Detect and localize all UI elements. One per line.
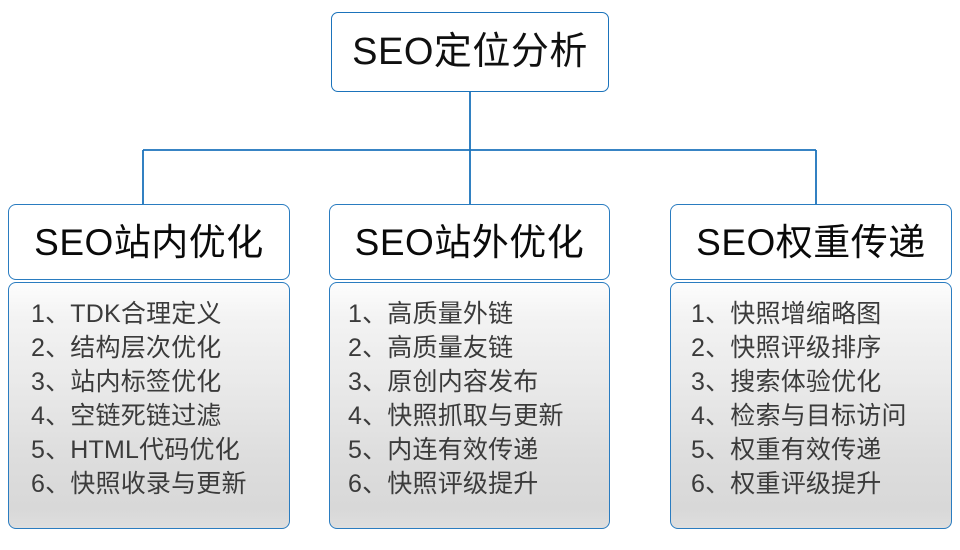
root-node-label: SEO定位分析: [352, 31, 588, 73]
list-item: 6、快照收录与更新: [31, 470, 247, 498]
branch-panel-3: 1、快照增缩略图 2、快照评级排序 3、搜索体验优化 4、检索与目标访问 5、权…: [670, 282, 952, 529]
branch-header-label-3: SEO权重传递: [696, 221, 926, 263]
list-item: 4、快照抓取与更新: [348, 402, 564, 430]
branch-list-2: 1、高质量外链 2、高质量友链 3、原创内容发布 4、快照抓取与更新 5、内连有…: [330, 297, 609, 501]
root-node[interactable]: SEO定位分析: [331, 12, 609, 92]
branch-header-3[interactable]: SEO权重传递: [670, 204, 952, 280]
branch-list-1: 1、TDK合理定义 2、结构层次优化 3、站内标签优化 4、空链死链过滤 5、H…: [9, 297, 289, 501]
list-item: 3、站内标签优化: [31, 368, 222, 396]
list-item: 1、快照增缩略图: [691, 300, 882, 328]
list-item: 6、权重评级提升: [691, 470, 882, 498]
list-item: 4、空链死链过滤: [31, 402, 222, 430]
list-item: 1、高质量外链: [348, 300, 514, 328]
list-item: 5、HTML代码优化: [31, 436, 240, 464]
branch-header-1[interactable]: SEO站内优化: [8, 204, 290, 280]
list-item: 5、内连有效传递: [348, 436, 539, 464]
list-item: 2、高质量友链: [348, 334, 514, 362]
branch-header-2[interactable]: SEO站外优化: [329, 204, 610, 280]
list-item: 4、检索与目标访问: [691, 402, 907, 430]
list-item: 2、结构层次优化: [31, 334, 222, 362]
list-item: 3、原创内容发布: [348, 368, 539, 396]
list-item: 3、搜索体验优化: [691, 368, 882, 396]
list-item: 5、权重有效传递: [691, 436, 882, 464]
list-item: 1、TDK合理定义: [31, 300, 222, 328]
list-item: 2、快照评级排序: [691, 334, 882, 362]
branch-column-3: SEO权重传递 1、快照增缩略图 2、快照评级排序 3、搜索体验优化 4、检索与…: [670, 204, 952, 529]
branch-column-1: SEO站内优化 1、TDK合理定义 2、结构层次优化 3、站内标签优化 4、空链…: [8, 204, 290, 529]
branch-header-label-2: SEO站外优化: [354, 221, 585, 263]
branch-header-label-1: SEO站内优化: [34, 221, 264, 263]
branch-panel-2: 1、高质量外链 2、高质量友链 3、原创内容发布 4、快照抓取与更新 5、内连有…: [329, 282, 610, 529]
branch-list-3: 1、快照增缩略图 2、快照评级排序 3、搜索体验优化 4、检索与目标访问 5、权…: [671, 297, 951, 501]
branch-column-2: SEO站外优化 1、高质量外链 2、高质量友链 3、原创内容发布 4、快照抓取与…: [329, 204, 610, 529]
branch-panel-1: 1、TDK合理定义 2、结构层次优化 3、站内标签优化 4、空链死链过滤 5、H…: [8, 282, 290, 529]
list-item: 6、快照评级提升: [348, 470, 539, 498]
